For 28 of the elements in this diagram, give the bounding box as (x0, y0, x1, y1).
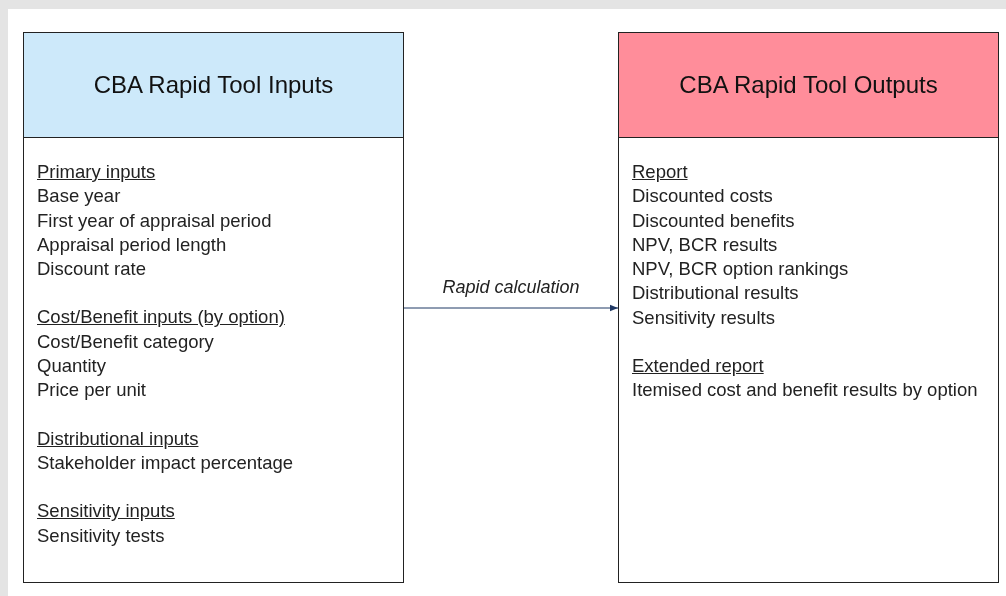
panel-box (618, 32, 999, 583)
list-item: Stakeholder impact percentage (37, 450, 294, 475)
list-item: Sensitivity tests (37, 523, 165, 548)
list-item: NPV, BCR results (632, 232, 778, 257)
list-item: Discounted costs (632, 184, 773, 209)
arrow (403, 304, 619, 312)
section-heading: Extended report (632, 354, 764, 379)
list-item: First year of appraisal period (37, 208, 272, 233)
section-heading: Sensitivity inputs (37, 499, 175, 524)
section-heading: Report (632, 160, 688, 184)
list-item: Cost/Benefit category (37, 329, 214, 354)
list-item: NPV, BCR option rankings (632, 257, 849, 282)
edge-label: Rapid calculation (442, 277, 580, 298)
list-item: Price per unit (37, 378, 146, 403)
list-item: Itemised cost and benefit results by option (632, 378, 978, 403)
section-heading: Primary inputs (37, 160, 156, 184)
panel-title: CBA Rapid Tool Outputs (679, 71, 938, 99)
list-item: Base year (37, 184, 121, 209)
list-item: Sensitivity results (632, 305, 775, 330)
panel-box (23, 32, 404, 583)
list-item: Appraisal period length (37, 232, 227, 257)
section-heading: Cost/Benefit inputs (by option) (37, 305, 285, 330)
panel-title: CBA Rapid Tool Inputs (93, 71, 334, 99)
list-item: Distributional results (632, 281, 799, 306)
list-item: Discount rate (37, 257, 146, 282)
list-item: Quantity (37, 354, 106, 379)
list-item: Discounted benefits (632, 208, 795, 233)
section-heading: Distributional inputs (37, 426, 199, 451)
